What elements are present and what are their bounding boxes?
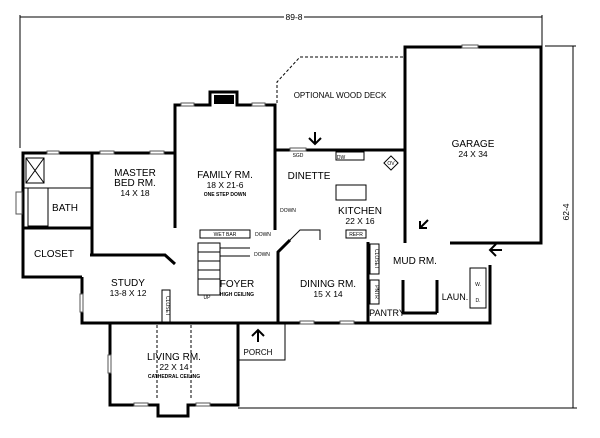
width-dimension: 89-8 <box>285 12 302 22</box>
arrow-up-icon <box>251 328 265 342</box>
master-name-line1: MASTER <box>114 168 156 179</box>
study-size: 13-8 X 12 <box>110 288 147 298</box>
sgd-label: SGD <box>293 153 304 159</box>
living-note: CATHEDRAL CEILING <box>148 374 200 380</box>
dinette-name: DINETTE <box>288 171 331 182</box>
mudroom-name: MUD RM. <box>393 256 437 267</box>
kitchen-closet-label: CLOSET <box>373 249 379 269</box>
laundry-name: LAUN. <box>442 292 469 302</box>
entry-arrows <box>251 132 502 342</box>
wet-bar-label: WET BAR <box>214 232 237 238</box>
dining-name: DINING RM. <box>300 279 356 290</box>
wet-bar <box>199 229 251 239</box>
dw-label: DW <box>337 155 346 161</box>
garage <box>403 44 543 245</box>
pantry-closet-label: PNTR <box>373 285 379 299</box>
washer-label: W. <box>475 282 481 288</box>
depth-dimension: 62-4 <box>561 203 571 220</box>
living-size: 22 X 14 <box>159 362 189 372</box>
master-suite <box>15 150 175 279</box>
study-closet-label: CLOSET <box>164 296 170 316</box>
living-name: LIVING RM. <box>147 352 201 363</box>
arrow-left-icon <box>488 243 502 257</box>
study <box>79 253 177 325</box>
family-note: ONE STEP DOWN <box>204 192 247 198</box>
deck-label: OPTIONAL WOOD DECK <box>294 91 387 100</box>
dryer-label: D. <box>476 298 481 304</box>
oven-label: OV <box>387 161 395 167</box>
porch-name: PORCH <box>244 348 273 357</box>
deck-outline <box>276 56 403 103</box>
master-size: 14 X 18 <box>120 188 150 198</box>
dining-room <box>276 238 370 325</box>
family-room <box>173 90 277 230</box>
family-size: 18 X 21-6 <box>207 180 244 190</box>
up-label: UP <box>204 295 212 301</box>
fireplace-icon <box>214 95 234 104</box>
arrow-diagonal-icon <box>419 219 429 229</box>
garage-name: GARAGE <box>452 139 495 150</box>
study-name: STUDY <box>111 278 145 289</box>
master-name: BED RM. <box>114 178 156 189</box>
garage-size: 24 X 34 <box>458 149 488 159</box>
arrow-down-icon <box>308 132 322 146</box>
dining-size: 15 X 14 <box>313 289 343 299</box>
pantry-name: PANTRY <box>369 308 405 318</box>
down-label-3: DOWN <box>280 208 296 214</box>
porch-outline <box>238 323 286 361</box>
down-label-2: DOWN <box>254 252 270 258</box>
stairs <box>197 242 250 296</box>
kitchen-dinette <box>275 147 407 241</box>
bath-name: BATH <box>52 203 78 214</box>
down-label-1: DOWN <box>255 232 271 238</box>
kitchen-name: KITCHEN <box>338 206 382 217</box>
living-room <box>107 323 240 418</box>
family-name: FAMILY RM. <box>197 170 253 181</box>
foyer-name: FOYER <box>220 279 254 290</box>
closet-name: CLOSET <box>34 249 74 260</box>
kitchen-size: 22 X 16 <box>345 216 375 226</box>
refrigerator-label: REFR <box>349 232 363 238</box>
foyer-note: HIGH CEILING <box>220 292 254 298</box>
service-area <box>368 243 492 325</box>
dimension-lines <box>19 15 577 409</box>
